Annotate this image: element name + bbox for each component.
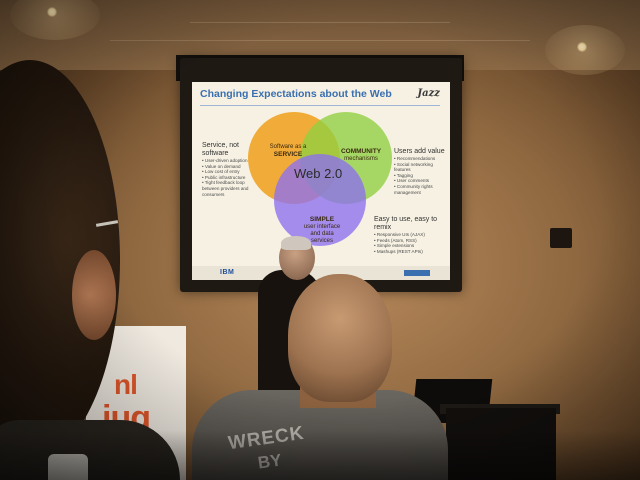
service-circle-line1: Software as a [269, 144, 307, 150]
slide-title: Changing Expectations about the Web [200, 88, 392, 100]
bullet-item: • Recommendations [394, 156, 436, 161]
right-bottom-column: Easy to use, easy to remix • Responsive … [374, 216, 446, 254]
left-column: Service, not software • User-driven adop… [202, 142, 250, 197]
light-glow [545, 25, 625, 75]
ceiling-light [577, 42, 587, 52]
right-top-heading: Users add value [394, 148, 445, 155]
venn-diagram [248, 112, 392, 246]
shirt-collar [48, 454, 88, 480]
simple-circle [274, 154, 366, 246]
simple-circle-strong: SIMPLE [309, 216, 335, 223]
left-heading: Service, not software [202, 142, 239, 157]
right-top-bullets: • Recommendations• Social networking fea… [394, 156, 448, 195]
wall-speaker [550, 228, 572, 248]
right-bottom-bullets: • Responsive UIs (AJAX)• Feeds (Atom, RS… [374, 232, 446, 254]
bullet-item: • Tight feedback loop between providers … [202, 180, 249, 197]
foreground-audience-ear [72, 250, 116, 340]
bullet-item: • Social networking features [394, 161, 433, 173]
audience-member-head [288, 274, 392, 402]
ibm-logo: IBM [220, 269, 235, 276]
bullet-item: • Tagging [394, 172, 413, 178]
right-top-column: Users add value • Recommendations• Socia… [394, 148, 448, 195]
bullet-item: • Value on demand [202, 163, 241, 169]
podium [446, 408, 556, 480]
title-divider [200, 105, 440, 106]
community-circle-strong: COMMUNITY [340, 148, 382, 155]
service-circle-label: Software as a SERVICE [256, 144, 320, 159]
bullet-item: • Mashups (REST APIs) [374, 248, 423, 254]
footer-tag [404, 270, 430, 276]
bullet-item: • Public infrastructure [202, 174, 246, 180]
banner-text-nl: nl [114, 369, 138, 400]
simple-circle-line4: services [310, 238, 333, 244]
bullet-item: • Community rights management [394, 183, 433, 195]
simple-circle-label: SIMPLE user interface and data services [296, 216, 348, 245]
web20-label: Web 2.0 [294, 166, 343, 181]
ceiling-tile-line [110, 40, 530, 41]
foreground-audience-shoulder [0, 420, 180, 480]
simple-circle-line3: and data [310, 231, 334, 237]
bullet-item: • Low cost of entry [202, 169, 240, 175]
light-glow [10, 0, 100, 40]
bullet-item: • Simple extensions [374, 243, 415, 249]
ceiling-tile-line [190, 22, 450, 23]
community-circle-line2: mechanisms [344, 156, 378, 162]
presentation-slide: Changing Expectations about the Web Jazz… [192, 82, 450, 280]
bullet-item: • Feeds (Atom, RSS) [374, 237, 417, 243]
bullet-item: • Responsive UIs (AJAX) [374, 232, 425, 237]
ceiling-light [47, 7, 57, 17]
jazz-logo: Jazz [417, 88, 440, 99]
bullet-item: • User-driven adoption [202, 158, 248, 163]
slide-footer: IBM [192, 266, 450, 280]
bullet-item: • User comments [394, 178, 430, 184]
service-circle-strong: SERVICE [273, 151, 303, 158]
presenter-hair [281, 236, 311, 250]
floor-shadow [0, 430, 640, 480]
community-circle-label: COMMUNITY mechanisms [334, 148, 388, 163]
right-bottom-heading: Easy to use, easy to remix [374, 216, 438, 231]
left-bullets: • User-driven adoption• Value on demand•… [202, 158, 250, 197]
simple-circle-line2: user interface [303, 224, 341, 230]
